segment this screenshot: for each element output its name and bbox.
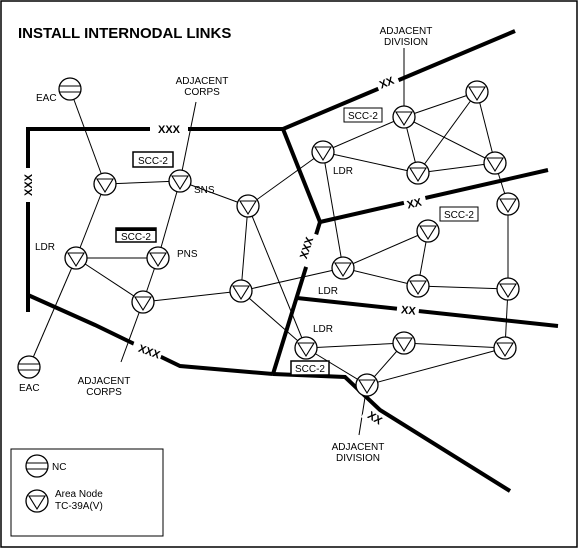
node-labels: EAC EAC SNS PNS LDR LDR LDR LDR ADJACENT… xyxy=(19,26,432,464)
label-adjacent-division-bottom-1: ADJACENT xyxy=(332,442,385,453)
scc-box-left-lower: SCC-2 xyxy=(115,227,157,243)
label-xx-top: XX xyxy=(378,75,397,92)
area-node-ldr-left xyxy=(64,246,88,270)
area-node xyxy=(496,192,520,216)
area-node-ldr-mid-top xyxy=(311,140,335,164)
area-node-pns xyxy=(146,246,170,270)
label-adjacent-corps-bottom-2: CORPS xyxy=(86,387,122,398)
area-node xyxy=(392,105,416,129)
label-xxx-left: XXX xyxy=(23,173,35,196)
nc-node-eac-top xyxy=(58,77,82,101)
svg-text:SCC-2: SCC-2 xyxy=(295,364,325,375)
scc-box-right-mid: SCC-2 xyxy=(439,206,479,222)
label-adjacent-corps-top-1: ADJACENT xyxy=(176,76,229,87)
area-node xyxy=(392,331,416,355)
area-node xyxy=(406,274,430,298)
area-node xyxy=(229,279,253,303)
legend-nc-icon xyxy=(25,454,49,478)
label-xx-right-lower: XX xyxy=(400,304,417,318)
area-node xyxy=(416,219,440,243)
svg-text:SCC-2: SCC-2 xyxy=(444,210,474,221)
corps-boundary-top-left xyxy=(26,127,283,312)
legend: NC Area Node TC-39A(V) xyxy=(10,448,164,537)
area-node xyxy=(131,290,155,314)
label-adjacent-division-bottom-2: DIVISION xyxy=(336,453,380,464)
label-ldr-mid: LDR xyxy=(318,286,338,297)
boundary-labels: XXX XXX XXX XXX XX XX XX XX xyxy=(21,71,428,429)
area-node xyxy=(493,336,517,360)
diagram-title: INSTALL INTERNODAL LINKS xyxy=(18,25,231,42)
area-node-ldr-bottom xyxy=(294,336,318,360)
legend-area-node-icon xyxy=(25,489,49,513)
area-node xyxy=(355,373,379,397)
label-adjacent-division-top-2: DIVISION xyxy=(384,37,428,48)
scc-box-bottom: SCC-2 xyxy=(290,360,330,376)
label-adjacent-corps-bottom-1: ADJACENT xyxy=(78,376,131,387)
label-pns: PNS xyxy=(177,249,198,260)
label-sns: SNS xyxy=(194,185,215,196)
legend-area-node-label-1: Area Node xyxy=(55,489,103,500)
division-boundary-right-lower xyxy=(296,296,559,328)
legend-nc-label: NC xyxy=(52,462,66,473)
label-adjacent-corps-top-2: CORPS xyxy=(184,87,220,98)
scc-box-top-right: SCC-2 xyxy=(343,107,383,123)
area-node xyxy=(496,277,520,301)
division-boundary-bottom xyxy=(272,372,512,493)
area-node xyxy=(406,161,430,185)
division-boundary-right-upper xyxy=(319,168,549,224)
label-ldr-left: LDR xyxy=(35,242,55,253)
area-node-sns xyxy=(168,169,192,193)
label-xx-right-upper: XX xyxy=(406,196,424,211)
svg-text:SCC-2: SCC-2 xyxy=(348,111,378,122)
link-lines xyxy=(28,48,509,436)
label-adjacent-division-top-1: ADJACENT xyxy=(380,26,433,37)
label-eac-bottom: EAC xyxy=(19,383,40,394)
area-node xyxy=(93,172,117,196)
label-xxx-top: XXX xyxy=(158,124,181,136)
boundary-lines xyxy=(26,29,559,493)
division-boundary-top xyxy=(282,29,516,131)
svg-text:SCC-2: SCC-2 xyxy=(121,232,151,243)
scc-box-left-upper: SCC-2 xyxy=(132,151,174,168)
area-node xyxy=(236,194,260,218)
svg-text:SCC-2: SCC-2 xyxy=(138,156,168,167)
area-node xyxy=(465,80,489,104)
scc-boxes: SCC-2 SCC-2 SCC-2 SCC-2 SCC-2 xyxy=(115,107,479,376)
area-node-ldr-mid xyxy=(331,256,355,280)
nc-node-eac-bottom xyxy=(17,355,41,379)
label-eac-top: EAC xyxy=(36,93,57,104)
area-node xyxy=(483,151,507,175)
label-ldr-mid-top: LDR xyxy=(333,166,353,177)
legend-area-node-label-2: TC-39A(V) xyxy=(55,501,103,512)
label-ldr-bottom: LDR xyxy=(313,324,333,335)
